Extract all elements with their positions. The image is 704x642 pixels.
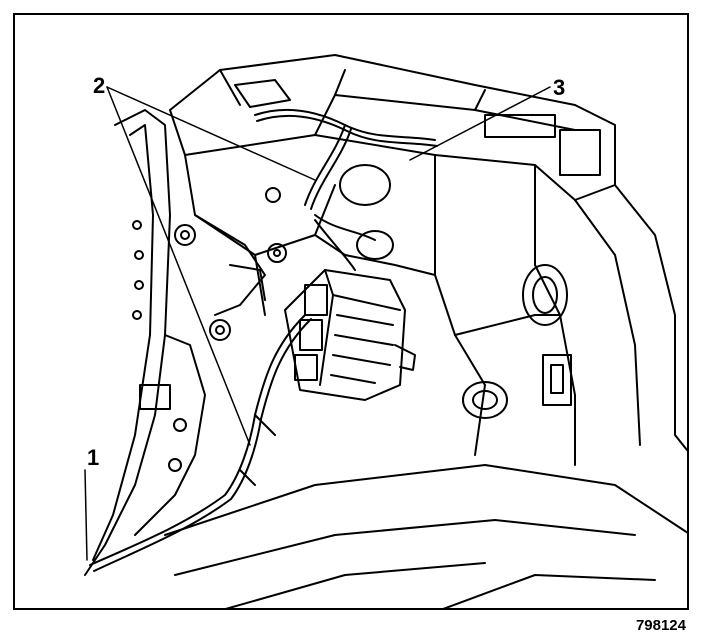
junction-block xyxy=(284,269,416,401)
figure-id: 798124 xyxy=(635,617,686,634)
diagram-frame: 2 3 1 xyxy=(13,13,689,610)
lower-wiring-harness xyxy=(89,314,312,572)
right-side-panel xyxy=(462,184,687,452)
upper-wiring-harness xyxy=(254,108,438,271)
callout-label-1: 1 xyxy=(87,445,100,470)
hinge-pillar xyxy=(84,109,206,576)
floor-outline xyxy=(164,464,687,608)
wiring-harness-illustration xyxy=(84,54,687,608)
instrument-panel-beam xyxy=(169,54,616,201)
callout-label-2: 2 xyxy=(93,73,106,98)
callout-label-3: 3 xyxy=(553,75,566,100)
callout-leaders xyxy=(84,86,551,561)
mounting-brackets xyxy=(174,187,287,341)
